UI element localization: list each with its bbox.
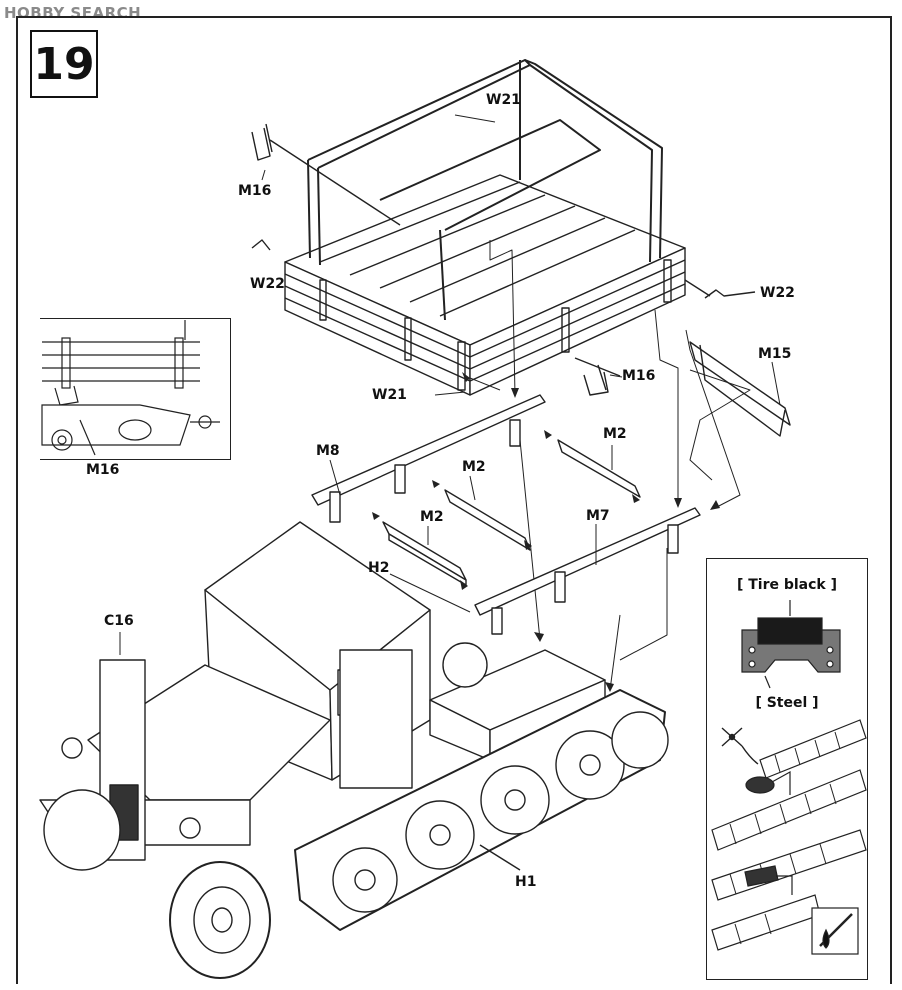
- nipper-icon: [721, 727, 759, 765]
- cross-members-m2: [382, 439, 641, 586]
- assembly-arrows: [372, 372, 720, 692]
- label-m16-inset: M16: [86, 462, 120, 478]
- cargo-bed: [284, 174, 686, 396]
- label-m2-right: M2: [603, 426, 627, 442]
- detail-inset: [40, 318, 231, 460]
- label-leaders: [119, 114, 781, 655]
- label-c16: C16: [104, 613, 134, 629]
- guide-lines: [469, 240, 751, 691]
- label-m16-top: M16: [238, 183, 272, 199]
- step-number: 19: [30, 30, 98, 98]
- label-m15: M15: [758, 346, 792, 362]
- label-w22-right: W22: [760, 285, 795, 301]
- m15-tailgate: [689, 341, 791, 426]
- label-m8: M8: [316, 443, 340, 459]
- w22-left-part: [251, 239, 271, 251]
- m16-clip-mid: [583, 364, 609, 396]
- front-wheel: [43, 789, 271, 979]
- frame-rails: [311, 394, 701, 635]
- label-h1: H1: [515, 874, 537, 890]
- w22-right-part: [704, 289, 756, 299]
- label-w21-top: W21: [486, 92, 521, 108]
- label-m2-left: M2: [420, 509, 444, 525]
- label-m2-middle: M2: [462, 459, 486, 475]
- glue-drop-icon: [811, 907, 859, 955]
- m16-bracket-top: [251, 123, 401, 226]
- label-m16-mid: M16: [622, 368, 656, 384]
- label-m7: M7: [586, 508, 610, 524]
- page-frame: [16, 16, 892, 984]
- label-h2: H2: [368, 560, 390, 576]
- tire-black-label: [ Tire black ]: [736, 577, 838, 593]
- steel-label: [ Steel ]: [755, 695, 819, 711]
- label-w22-left: W22: [250, 276, 285, 292]
- track-h1: [294, 642, 669, 931]
- label-w21-bottom: W21: [372, 387, 407, 403]
- roof-frame-w21: [307, 59, 663, 321]
